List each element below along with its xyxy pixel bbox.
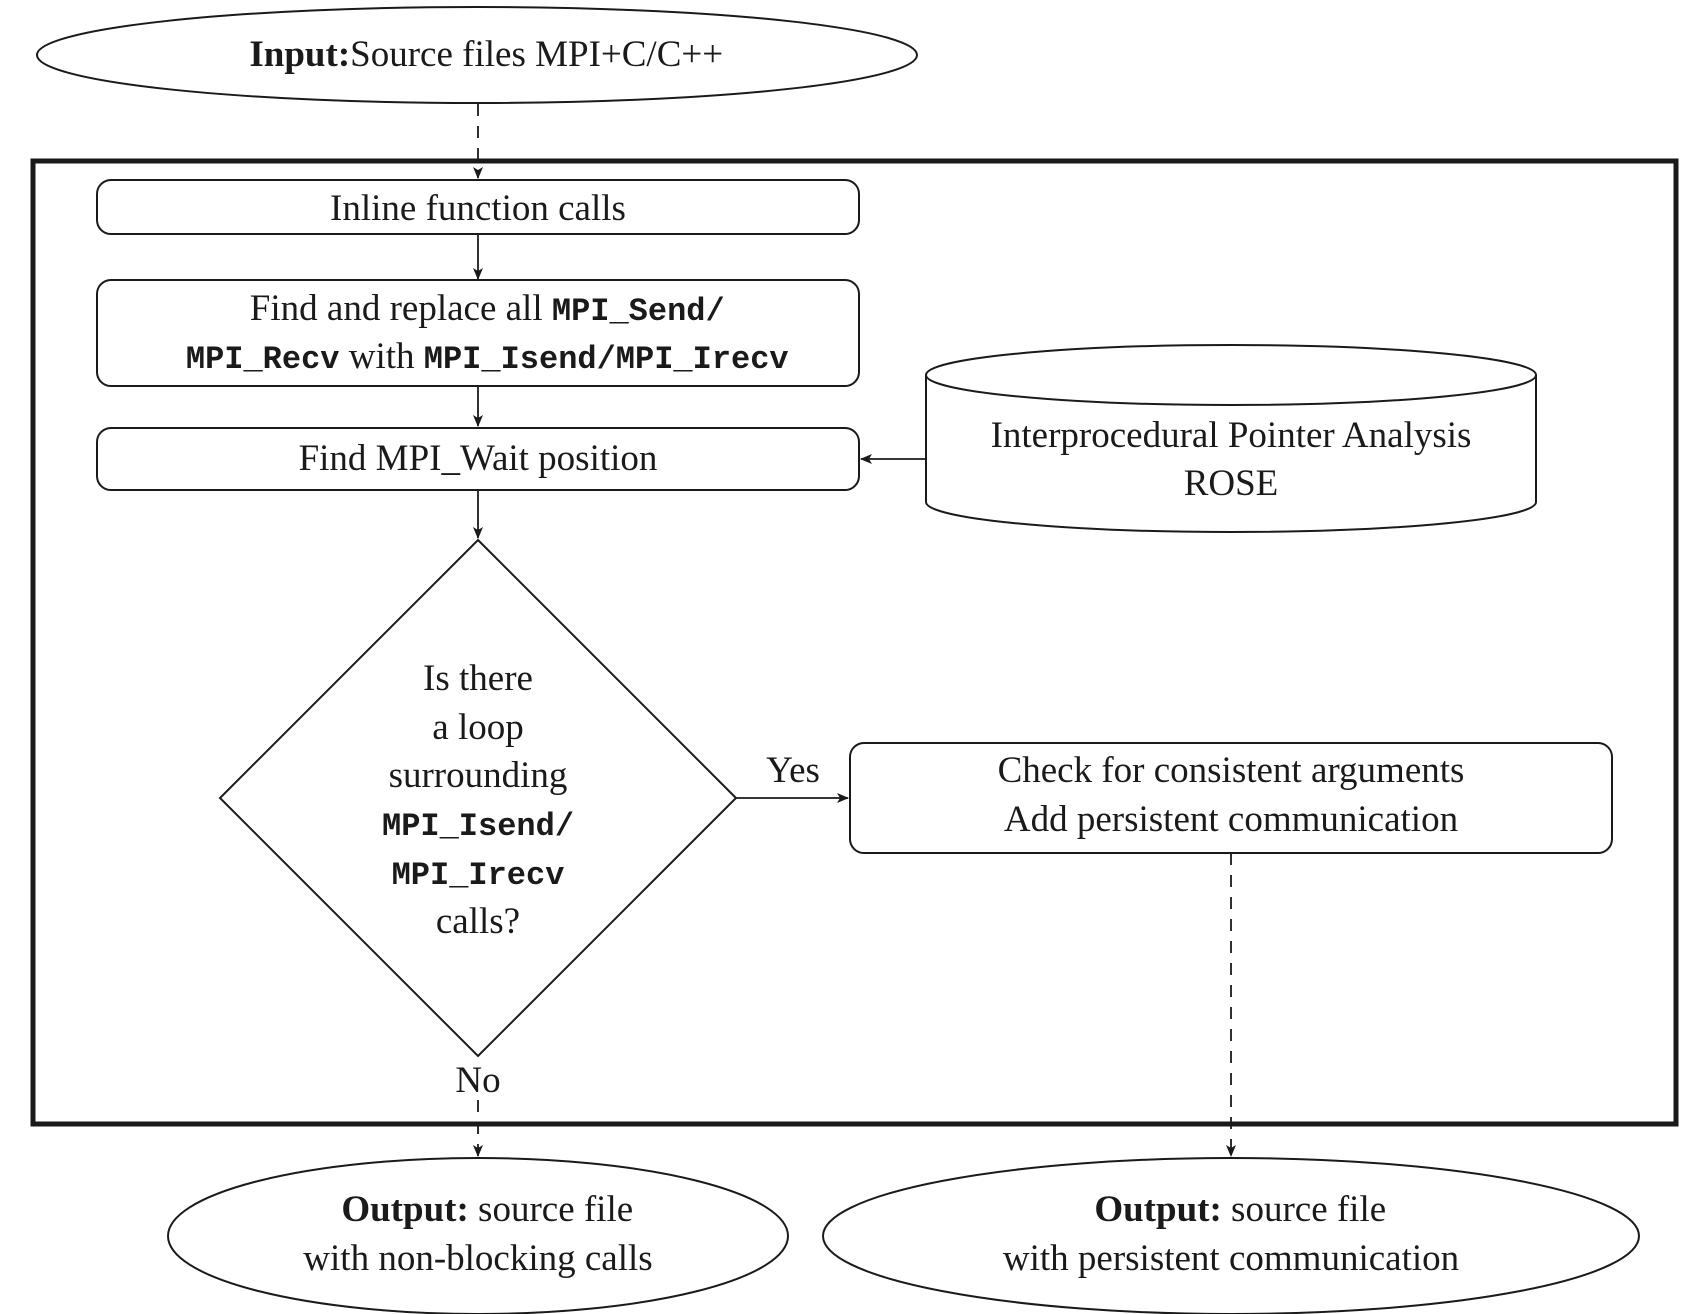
- output-persistent-bold: Output:: [1094, 1189, 1221, 1230]
- step-inline-label: Inline function calls: [330, 188, 626, 229]
- replace-line2-code2: MPI_Isend/MPI_Irecv: [424, 341, 789, 378]
- output-persistent-line2: with persistent communication: [1003, 1238, 1459, 1279]
- step-find-and-replace: Find and replace all MPI_Send/ MPI_Recv …: [96, 279, 860, 387]
- decision-line3: surrounding: [389, 755, 568, 796]
- replace-line1-text: Find and replace all: [250, 288, 552, 329]
- svg-text:Output: source file: Output: source file: [277, 1189, 680, 1230]
- decision-line6: calls?: [436, 901, 520, 942]
- input-label-text: Source files MPI+C/C++: [350, 34, 723, 75]
- decision-line4: MPI_Isend/: [382, 808, 574, 845]
- database-pointer-analysis: Interprocedural Pointer Analysis ROSE: [925, 344, 1537, 533]
- step-wait-label: Find MPI_Wait position: [299, 438, 658, 479]
- edge-no-label: No: [455, 1060, 500, 1101]
- decision-line2: a loop: [432, 707, 523, 748]
- replace-line2-code1: MPI_Recv: [186, 341, 340, 378]
- process-frame: [30, 158, 1679, 1127]
- replace-line2-text: with: [339, 336, 423, 377]
- persistent-line1: Check for consistent arguments: [998, 750, 1465, 791]
- output-persistent-node: Output: source file with persistent comm…: [822, 1157, 1640, 1314]
- svg-text:MPI_Recv with MPI_Isend/MPI_Ir: MPI_Recv with MPI_Isend/MPI_Irecv: [121, 336, 835, 378]
- output-nonblocking-line2: with non-blocking calls: [303, 1238, 652, 1279]
- svg-text:Output: source file: Output: source file: [1030, 1189, 1433, 1230]
- input-node: Input:Source files MPI+C/C++: [36, 6, 918, 104]
- decision-line5: MPI_Irecv: [392, 857, 565, 894]
- output-nonblocking-text: source file: [469, 1189, 633, 1230]
- database-line1: Interprocedural Pointer Analysis: [991, 415, 1472, 456]
- output-persistent-text: source file: [1222, 1189, 1386, 1230]
- database-line2: ROSE: [1184, 463, 1279, 504]
- step-persistent-communication: Check for consistent arguments Add persi…: [849, 742, 1613, 854]
- edge-yes-label: Yes: [766, 750, 820, 791]
- output-nonblocking-bold: Output:: [341, 1189, 468, 1230]
- decision-line1: Is there: [423, 658, 533, 699]
- decision-loop-check: Is there a loop surrounding MPI_Isend/ M…: [218, 538, 738, 1058]
- output-nonblocking-node: Output: source file with non-blocking ca…: [167, 1157, 789, 1314]
- persistent-line2: Add persistent communication: [1004, 799, 1458, 840]
- input-label-bold: Input:: [249, 34, 350, 75]
- svg-text:Find and replace all MPI_Send/: Find and replace all MPI_Send/: [185, 288, 771, 330]
- replace-line1-code: MPI_Send/: [552, 293, 725, 330]
- svg-text:Input:Source files MPI+C/C++: Input:Source files MPI+C/C++: [185, 34, 770, 75]
- step-find-wait-position: Find MPI_Wait position: [96, 427, 860, 491]
- step-inline-function-calls: Inline function calls: [96, 179, 860, 235]
